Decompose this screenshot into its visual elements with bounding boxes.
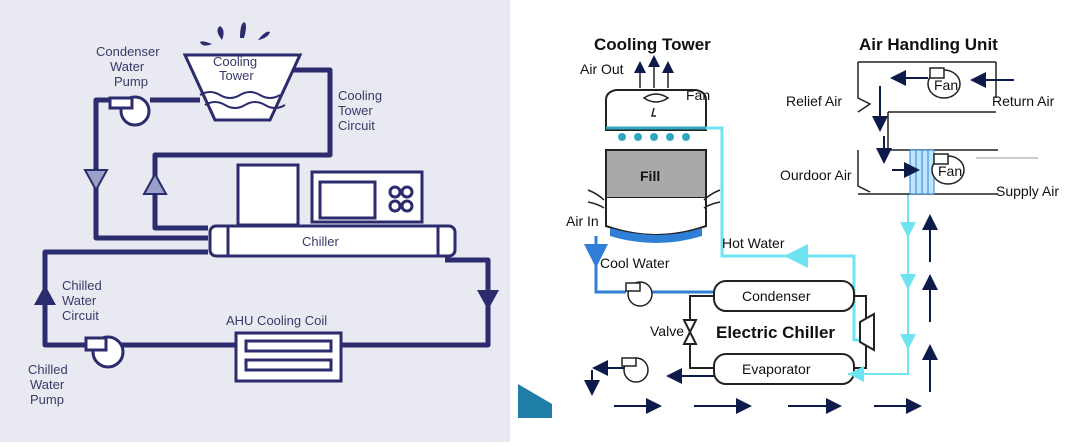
cool-water-label: Cool Water <box>600 255 670 271</box>
cooling-tower-circuit-label-2: Tower <box>338 103 373 118</box>
expansion-valve-icon <box>682 319 698 345</box>
valve-label: Valve <box>650 323 684 339</box>
supply-fan-label: Fan <box>938 163 962 179</box>
tower-fan-icon <box>642 93 670 117</box>
compressor-icon <box>859 312 875 352</box>
flow-arrow-down-icon <box>477 290 499 310</box>
cooling-tower-supply-pipe <box>93 97 208 241</box>
return-air-label: Return Air <box>992 93 1055 109</box>
air-handling-unit-title: Air Handling Unit <box>859 35 998 54</box>
left-diagram-svg: Cooling Tower Condenser Water Pump Cooli… <box>28 22 499 407</box>
chilled-water-pump-label-3: Pump <box>30 392 64 407</box>
chilled-water-circuit-label-1: Chilled <box>62 278 102 293</box>
condenser-water-pump-label-2: Water <box>110 59 145 74</box>
ahu-cooling-coil-icon <box>234 331 343 383</box>
tower-fan-label: Fan <box>686 87 710 103</box>
condenser-water-pump-icon <box>108 95 151 127</box>
cooling-tower-circuit-label-1: Cooling <box>338 88 382 103</box>
chilled-return-pipe <box>848 194 909 375</box>
flow-arrow-down-icon <box>83 169 109 193</box>
supply-fan-icon <box>931 153 965 185</box>
cooling-tower-return-pipe <box>152 67 333 231</box>
supply-air-label: Supply Air <box>996 183 1059 199</box>
chilled-supply-arrows <box>584 214 938 414</box>
corner-accent-icon <box>518 384 552 418</box>
relief-air-label: Relief Air <box>786 93 842 109</box>
condenser-water-pump-label-3: Pump <box>114 74 148 89</box>
evaporator-label: Evaporator <box>742 361 811 377</box>
chilled-water-pump-icon <box>621 357 649 383</box>
air-in-label: Air In <box>566 213 599 229</box>
chiller-label: Chiller <box>302 234 340 249</box>
cooling-tower-body <box>605 89 707 243</box>
cooling-tower-icon <box>182 22 303 122</box>
ahu-cooling-coil-label: AHU Cooling Coil <box>226 313 327 328</box>
tower-spray-nozzles-icon <box>618 133 690 141</box>
ahu-cooling-coil-icon <box>909 149 935 195</box>
condenser-label: Condenser <box>742 288 811 304</box>
cooling-tower-label-2: Tower <box>219 68 254 83</box>
chilled-water-pump-label-1: Chilled <box>28 362 68 377</box>
return-fan-icon <box>927 67 961 99</box>
flow-arrow-up-icon <box>34 285 56 305</box>
cooling-tower-label-1: Cooling <box>213 54 257 69</box>
return-fan-label: Fan <box>934 77 958 93</box>
ahu-housing <box>857 61 998 195</box>
chiller-icon <box>208 163 457 258</box>
chilled-water-pump-icon <box>84 335 125 369</box>
chilled-water-circuit-label-2: Water <box>62 293 97 308</box>
cooling-tower-title: Cooling Tower <box>594 35 711 54</box>
right-hvac-schematic: Cooling Tower Air Handling Unit Fill Fan… <box>518 0 1086 442</box>
air-out-label: Air Out <box>580 61 624 77</box>
flow-arrow-up-icon <box>142 171 168 195</box>
air-out-arrows-icon <box>634 55 674 88</box>
outdoor-air-label: Ourdoor Air <box>780 167 852 183</box>
condenser-pump-icon <box>625 281 653 307</box>
fill-label: Fill <box>640 168 660 184</box>
air-in-arrows-icon <box>587 189 721 209</box>
right-diagram-svg: Cooling Tower Air Handling Unit Fill Fan… <box>566 35 1059 414</box>
ahu-airflow-arrows <box>872 70 1014 178</box>
chilled-water-circuit-label-3: Circuit <box>62 308 99 323</box>
refrigerant-loop <box>689 295 714 369</box>
hot-water-label: Hot Water <box>722 235 785 251</box>
cooling-tower-circuit-label-3: Circuit <box>338 118 375 133</box>
chilled-water-pump-label-2: Water <box>30 377 65 392</box>
condenser-water-pump-label-1: Condenser <box>96 44 160 59</box>
electric-chiller-label: Electric Chiller <box>716 323 835 342</box>
left-chiller-schematic: Cooling Tower Condenser Water Pump Cooli… <box>0 0 510 442</box>
